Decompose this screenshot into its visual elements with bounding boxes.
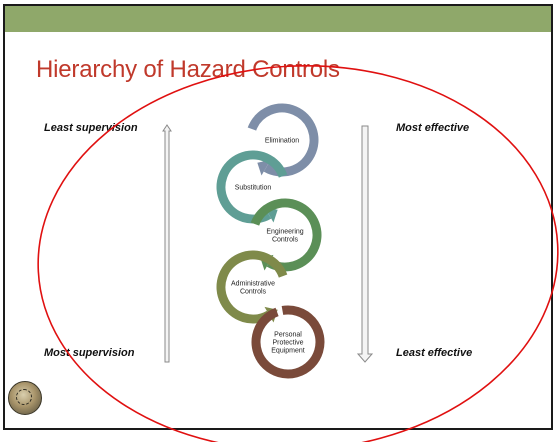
- control-ring: [216, 250, 288, 324]
- control-loops: EliminationSubstitutionEngineeringContro…: [216, 103, 325, 379]
- control-loop-2: Substitution: [216, 150, 288, 224]
- institution-seal-logo: [8, 381, 42, 415]
- control-ring: [250, 198, 322, 272]
- least-effective-label: Least effective: [396, 347, 473, 359]
- seal-emblem: [16, 389, 32, 405]
- control-ring: [251, 305, 325, 379]
- control-ring: [216, 150, 288, 224]
- control-label: Administrative: [231, 281, 275, 288]
- control-label: Elimination: [265, 138, 299, 145]
- least-supervision-label: Least supervision: [44, 122, 138, 134]
- control-label: Personal: [274, 332, 302, 339]
- most-effective-label: Most effective: [396, 122, 470, 134]
- arrow-up-icon: [162, 124, 172, 363]
- slide: [3, 4, 553, 430]
- annotation-oval: [37, 64, 559, 442]
- control-label: Controls: [272, 237, 299, 244]
- control-label: Controls: [240, 289, 267, 296]
- control-label: Equipment: [271, 348, 305, 355]
- control-ring: [247, 103, 319, 177]
- slide-title: Hierarchy of Hazard Controls: [36, 56, 340, 83]
- slide-header-band: [5, 4, 551, 32]
- control-label: Protective: [272, 340, 303, 347]
- control-loop-1: Elimination: [247, 103, 319, 177]
- control-arrow-head: [257, 159, 271, 176]
- arrow-down-icon: [356, 125, 374, 363]
- control-label: Engineering: [266, 229, 303, 236]
- control-label: Substitution: [235, 185, 272, 192]
